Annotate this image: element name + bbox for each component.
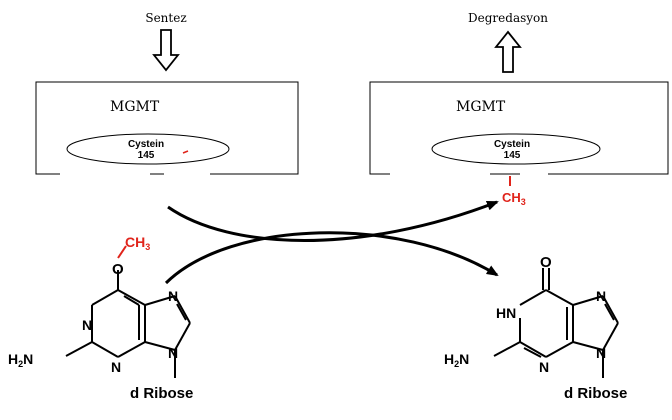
cysteine-ellipse-right (431, 133, 601, 165)
reaction-arrows (164, 200, 499, 285)
cysteine-label-right: Cystein (494, 139, 530, 150)
mgmt-box-right: MGMT Cystein 145 (369, 81, 669, 176)
ring-n-left-1: N (82, 317, 92, 333)
cysteine-ellipse-left (66, 133, 230, 165)
svg-text:H2N: H2N (444, 351, 469, 369)
mgmt-box-left: MGMT Cystein 145 (35, 81, 299, 176)
methyl-sub-left: 3 (145, 242, 150, 252)
ring-n-left-4: N (168, 345, 178, 361)
mgmt-label-left: MGMT (110, 99, 160, 115)
amino-n-left: N (23, 351, 33, 367)
hn-right: HN (496, 305, 516, 321)
ribose-left: d Ribose (130, 385, 193, 402)
arrow-to-product (164, 231, 499, 285)
methyl-text-left: CH (125, 234, 145, 250)
oxygen-right: O (540, 254, 552, 271)
svg-text:CH3: CH3 (502, 190, 526, 207)
ring-n-left-2: N (111, 359, 121, 375)
degradation-arrow-icon (494, 30, 522, 73)
arrow-to-methyl (167, 200, 499, 242)
o6-methylguanine-molecule: O CH3 N N N N H2N d Ribose (8, 234, 193, 402)
ribose-right: d Ribose (564, 385, 627, 402)
synthesis-label: Sentez (145, 11, 186, 25)
cysteine-label-left: Cystein (128, 139, 164, 150)
methyl-sub-right: 3 (521, 197, 526, 207)
sulfur-mark-left (182, 150, 189, 154)
oxygen-left: O (112, 261, 124, 278)
mgmt-label-right: MGMT (456, 99, 506, 115)
cysteine-position-left: 145 (138, 150, 155, 161)
degradation-label: Degredasyon (468, 11, 548, 25)
methyl-text-right: CH (502, 190, 521, 205)
amino-h-right: H (444, 351, 454, 367)
amino-sub-right: 2 (454, 359, 459, 369)
ring-n-right-1: N (539, 359, 549, 375)
cysteine-position-right: 145 (504, 150, 521, 161)
transferred-methyl: CH3 (502, 176, 526, 207)
svg-text:CH3: CH3 (125, 234, 150, 252)
amino-sub-left: 2 (18, 359, 23, 369)
guanine-molecule: O HN N N N H2N d Ribose (444, 254, 627, 402)
svg-text:H2N: H2N (8, 351, 33, 369)
ring-n-right-3: N (596, 345, 606, 361)
amino-n-right: N (459, 351, 469, 367)
synthesis-arrow-icon (152, 29, 180, 72)
amino-h-left: H (8, 351, 18, 367)
ring-n-right-2: N (596, 288, 606, 304)
ring-n-left-3: N (168, 288, 178, 304)
